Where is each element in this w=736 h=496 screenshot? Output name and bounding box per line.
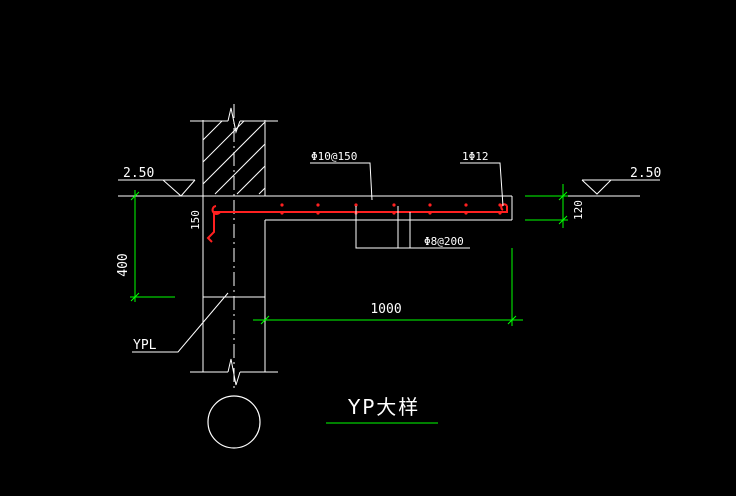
rebar-main: [206, 203, 508, 243]
dimension-400-text: 400: [116, 253, 131, 276]
drawing-title: YP大样: [347, 395, 420, 419]
level-text-right: 2.50: [630, 166, 661, 181]
leader-lines: [132, 162, 504, 353]
component-label-ypl: YPL: [133, 338, 157, 353]
dimension-lines: [130, 184, 568, 424]
dimension-1000-text: 1000: [370, 302, 401, 317]
level-mark-left: [118, 179, 203, 197]
cantilever-slab-outline: [202, 195, 513, 221]
dimension-150-text: 150: [189, 210, 202, 230]
rebar-distribution-label: Φ8@200: [424, 235, 464, 248]
level-text-left: 2.50: [123, 166, 154, 181]
dimension-120-text: 120: [572, 200, 585, 220]
wall-hatching: [202, 120, 266, 195]
wall-column: [190, 107, 278, 386]
rebar-bottom-label: 1Φ12: [462, 150, 489, 163]
level-mark-right: [525, 179, 660, 197]
section-marker-circle: [207, 395, 261, 449]
rebar-top-label: Φ10@150: [311, 150, 357, 163]
